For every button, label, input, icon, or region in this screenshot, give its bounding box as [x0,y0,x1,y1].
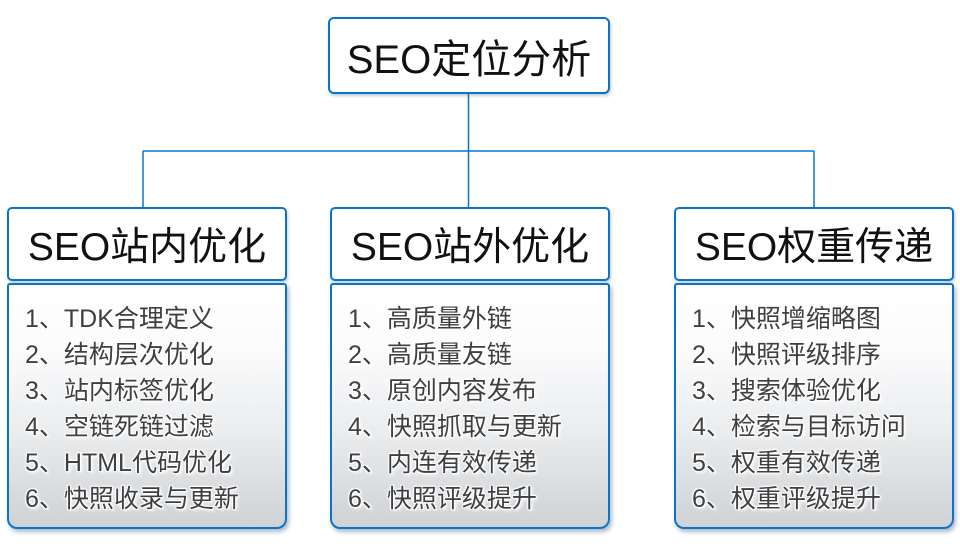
branch-list-onsite: 1、TDK合理定义 2、结构层次优化 3、站内标签优化 4、空链死链过滤 5、H… [7,283,287,529]
list-item: 1、快照增缩略图 [692,305,881,333]
list-item: 6、快照评级提升 [348,485,537,513]
list-item: 1、TDK合理定义 [25,305,214,333]
branch-title: SEO站内优化 [27,226,267,269]
branch-header-onsite: SEO站内优化 [7,207,287,281]
list-item: 3、搜索体验优化 [692,377,881,405]
tree-connector-path [142,93,815,207]
list-item: 4、空链死链过滤 [25,413,214,441]
branch-header-offsite: SEO站外优化 [330,207,610,281]
branch-title: SEO站外优化 [350,226,590,269]
list-item: 5、HTML代码优化 [25,449,232,477]
list-item: 4、快照抓取与更新 [348,413,562,441]
root-node-title: SEO定位分析 [346,37,592,82]
branch-list-weight: 1、快照增缩略图 2、快照评级排序 3、搜索体验优化 4、检索与目标访问 5、权… [674,283,954,529]
list-item: 6、快照收录与更新 [25,485,239,513]
branch-list-offsite: 1、高质量外链 2、高质量友链 3、原创内容发布 4、快照抓取与更新 5、内连有… [330,283,610,529]
list-item: 6、权重评级提升 [692,485,881,513]
list-item: 5、内连有效传递 [348,449,537,477]
branch-title: SEO权重传递 [694,226,934,269]
list-item: 5、权重有效传递 [692,449,881,477]
branch-header-weight: SEO权重传递 [674,207,954,281]
list-item: 3、站内标签优化 [25,377,214,405]
root-node: SEO定位分析 [328,17,610,94]
list-item: 2、高质量友链 [348,341,512,369]
list-item: 2、快照评级排序 [692,341,881,369]
list-item: 1、高质量外链 [348,305,512,333]
list-item: 3、原创内容发布 [348,377,537,405]
list-item: 2、结构层次优化 [25,341,214,369]
list-item: 4、检索与目标访问 [692,413,906,441]
